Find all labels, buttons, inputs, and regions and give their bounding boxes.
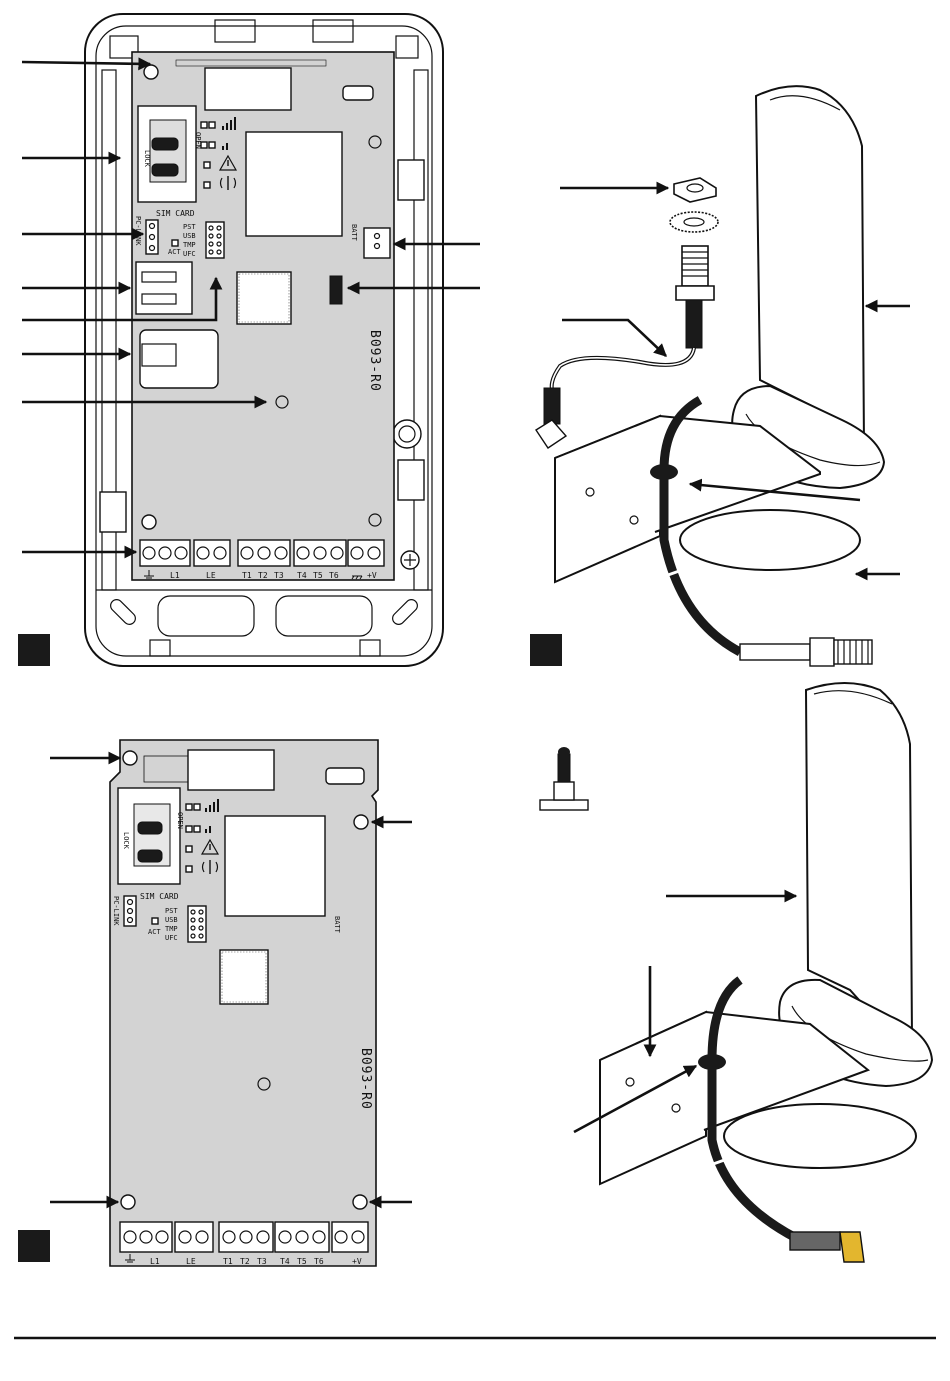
pc-link-connector <box>146 220 158 254</box>
terminal-label-l1: L1 <box>150 1257 160 1266</box>
jumper-label-tmp: TMP <box>165 925 178 933</box>
sim-card-label: SIM CARD <box>156 209 195 218</box>
terminal-label-le: LE <box>186 1257 196 1266</box>
terminal-block <box>140 540 384 566</box>
act-label: ACT <box>148 928 161 936</box>
lock-label: LOCK <box>143 150 151 168</box>
model-label: B093-R0 <box>358 1048 373 1110</box>
model-label: B093-R0 <box>367 330 382 392</box>
mounting-hole <box>144 65 158 79</box>
hex-nut <box>674 178 716 202</box>
open-label: OPEN <box>176 812 184 829</box>
mounting-hole <box>354 815 368 829</box>
terminal-label-plusv: +V <box>367 571 377 580</box>
small-jumper <box>330 276 342 304</box>
sma-connector <box>740 638 872 666</box>
terminal-label-t5: T5 <box>313 571 323 580</box>
jumper-label-pst: PST <box>183 223 196 231</box>
jumper-block <box>188 906 206 942</box>
cable-entry <box>158 596 254 636</box>
terminal-label-t2: T2 <box>240 1257 250 1266</box>
terminal-label-t6: T6 <box>329 571 339 580</box>
lock-label: LOCK <box>122 832 130 850</box>
jumper-label-tmp: TMP <box>183 241 196 249</box>
figure-antenna-mounted <box>540 683 932 1262</box>
figure-marker <box>530 634 562 666</box>
usb-connector <box>136 262 192 314</box>
batt-label: BATT <box>350 224 358 242</box>
terminal-label-t3: T3 <box>274 571 284 580</box>
modem-shield <box>188 750 274 790</box>
antenna-connector <box>343 86 373 100</box>
mounting-slot <box>108 597 138 627</box>
ethernet-connector <box>140 330 218 388</box>
sim-holder: LOCK OPEN <box>118 788 184 884</box>
mounting-hole <box>121 1195 135 1209</box>
threaded-connector <box>676 246 714 348</box>
terminal-label-t4: T4 <box>280 1257 290 1266</box>
pc-link-connector <box>124 896 136 926</box>
terminal-label-t1: T1 <box>223 1257 233 1266</box>
pc-link-label: PC-LINK <box>112 896 120 926</box>
terminal-label-plusv: +V <box>352 1257 362 1266</box>
cpu-chip <box>237 272 291 324</box>
figure-antenna-exploded <box>530 86 910 666</box>
jumper-label-ufc: UFC <box>165 934 178 942</box>
pigtail-cable <box>552 348 694 390</box>
enclosure-clip <box>396 36 418 58</box>
bracket-tongue <box>680 510 860 570</box>
tamper-post <box>393 420 421 448</box>
pigtail-connector <box>536 388 566 448</box>
terminal-label-t1: T1 <box>242 571 252 580</box>
pc-link-label: PC-LINK <box>134 216 142 246</box>
mounting-hole <box>123 751 137 765</box>
jumper-label-usb: USB <box>183 232 196 240</box>
act-label: ACT <box>168 248 181 256</box>
cable-entry <box>276 596 372 636</box>
enclosure-rail-right <box>414 70 428 590</box>
cpu-chip <box>220 950 268 1004</box>
gsm-module <box>246 132 342 236</box>
gold-right-angle-connector <box>790 1232 864 1262</box>
terminal-label-t4: T4 <box>297 571 307 580</box>
terminal-label-t5: T5 <box>297 1257 307 1266</box>
figure-marker <box>18 634 50 666</box>
mounting-hole <box>142 515 156 529</box>
terminal-label-le: LE <box>206 571 216 580</box>
terminal-label-t3: T3 <box>257 1257 267 1266</box>
modem-shield <box>205 68 291 110</box>
gsm-module <box>225 816 325 916</box>
battery-connector <box>364 228 390 258</box>
connector-detail-icon <box>540 747 588 810</box>
jumper-label-pst: PST <box>165 907 178 915</box>
mounting-slot <box>390 597 420 627</box>
bracket-tongue <box>724 1104 916 1168</box>
figure-marker <box>18 1230 50 1262</box>
jumper-block <box>206 222 224 258</box>
lock-washer <box>670 212 718 232</box>
antenna-connector <box>326 768 364 784</box>
batt-label: BATT <box>333 916 341 934</box>
enclosure-clip <box>215 20 255 42</box>
terminal-label-t6: T6 <box>314 1257 324 1266</box>
terminal-label-t2: T2 <box>258 571 268 580</box>
figure-enclosure-board: LOCK OPEN SIM CARD PC-LINK ACT <box>18 14 480 666</box>
figure-bare-pcb: LOCK OPEN SIM CARD PC-LINK ACT <box>18 740 412 1266</box>
sim-card-label: SIM CARD <box>140 892 179 901</box>
jumper-label-usb: USB <box>165 916 178 924</box>
enclosure-clip <box>313 20 353 42</box>
jumper-label-ufc: UFC <box>183 250 196 258</box>
sim-holder: LOCK OPEN <box>138 106 202 202</box>
mounting-hole <box>353 1195 367 1209</box>
terminal-label-l1: L1 <box>170 571 180 580</box>
